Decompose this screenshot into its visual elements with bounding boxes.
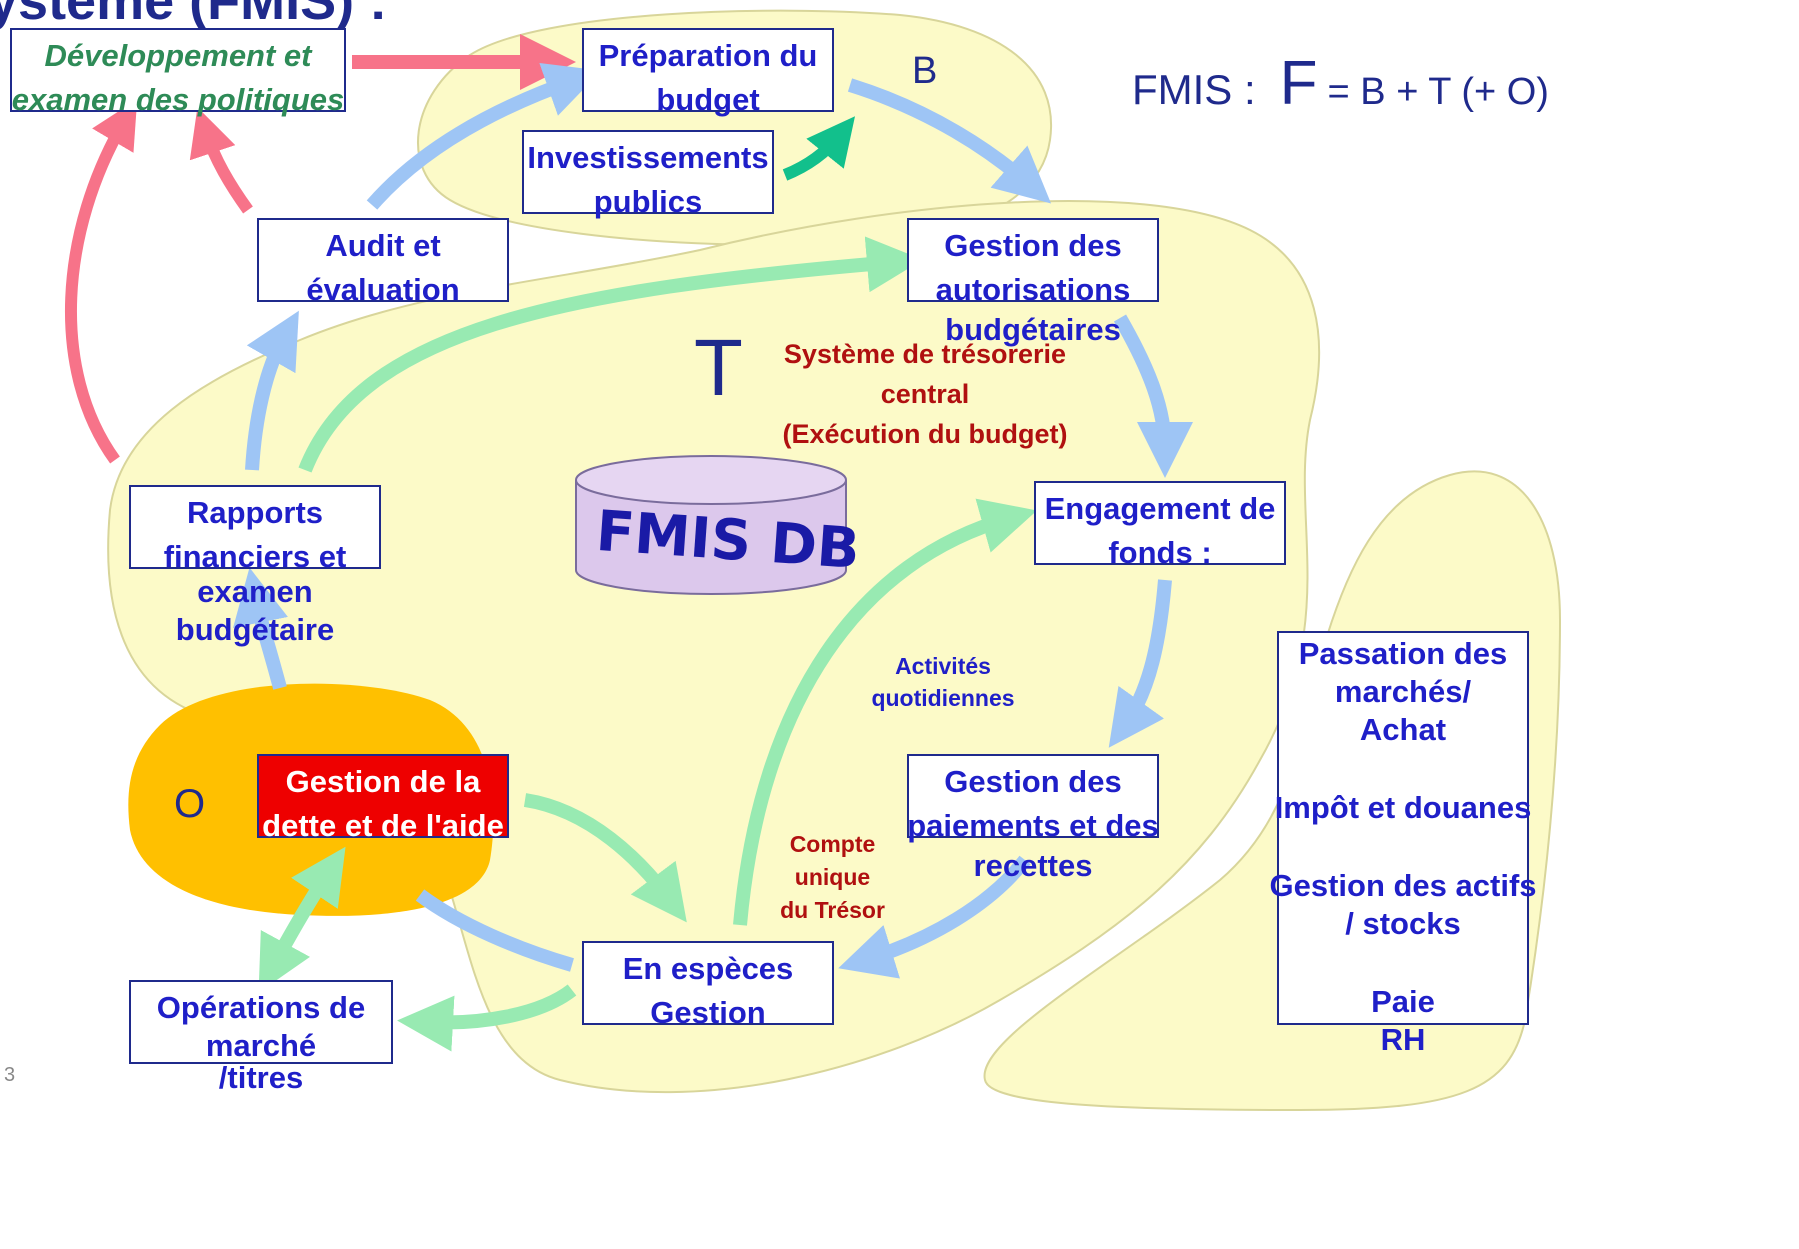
box-policy-line1: Développement et: [44, 38, 312, 73]
box-commit-line1: Engagement de: [1044, 491, 1276, 526]
other-assets-line1: Gestion des actifs: [1269, 868, 1537, 903]
box-audit-evaluation: Audit et évaluation: [257, 218, 509, 307]
other-assets-line2: / stocks: [1345, 906, 1461, 941]
arrow-reports-to-authorizations: [298, 236, 923, 473]
box-budget-prep-line1: Préparation du: [598, 38, 818, 73]
formula-f: F: [1279, 49, 1318, 118]
arrow-invest-to-budget: [782, 116, 855, 181]
box-budget-prep-line2: budget: [656, 82, 760, 117]
arrow-reports-to-policy: [64, 99, 138, 464]
box-auth-line2: autorisations: [935, 272, 1131, 307]
arrow-audit-to-budget: [366, 62, 602, 210]
box-commit-line2: fonds :: [1108, 535, 1212, 570]
arrow-budget-to-authorizations: [847, 78, 1052, 204]
tsa-line2: unique: [794, 864, 871, 890]
database-cylinder: [575, 455, 847, 595]
box-fund-commitment: Engagement de fonds :: [1034, 481, 1286, 570]
other-procurement-line2: marchés/: [1334, 674, 1472, 709]
box-public-investment: Investissements publics: [522, 130, 774, 219]
box-market-line3: /titres: [218, 1060, 304, 1095]
arrow-cash-to-debt: [415, 889, 574, 972]
box-cash-line2: Gestion: [650, 995, 766, 1030]
formula-prefix: FMIS :: [1132, 66, 1256, 113]
arrow-cash-to-market: [397, 984, 577, 1052]
treasury-line2: central: [880, 379, 970, 409]
box-auth-line3: budgétaires: [945, 312, 1121, 347]
page-title: ystème (FMIS) :: [0, 0, 388, 31]
box-payments-line3: recettes: [973, 848, 1093, 883]
treasury-line1: Système de trésorerie: [783, 339, 1067, 369]
box-market-line1: Opérations de: [156, 990, 366, 1025]
box-audit-line1: Audit et: [325, 228, 441, 263]
slide-number: 3: [4, 1064, 16, 1086]
box-market-line2: marché: [205, 1028, 317, 1063]
arrow-commitment-to-payments: [1108, 579, 1172, 748]
box-policy-line2: examen des politiques: [11, 82, 345, 117]
arrow-authorizations-to-commitment: [1113, 314, 1193, 478]
box-debt-line1: Gestion de la: [285, 764, 481, 799]
daily-line2: quotidiennes: [871, 685, 1015, 711]
formula-rest: = B + T (+ O): [1327, 71, 1549, 113]
box-budget-preparation: Préparation du budget: [582, 28, 834, 117]
arrow-reports-to-audit: [245, 310, 299, 471]
box-reports-line2: financiers et: [163, 539, 347, 574]
box-market-operations: Opérations de marché /titres: [129, 980, 393, 1095]
arrow-cash-to-commitment: [733, 498, 1037, 926]
other-hr: RH: [1380, 1022, 1426, 1057]
box-payments-receipts: Gestion des paiements et des recettes: [907, 754, 1159, 883]
box-policy-development: Développement et examen des politiques: [10, 28, 346, 117]
fmis-formula: FMIS : F = B + T (+ O): [1132, 48, 1549, 119]
box-budget-authorizations: Gestion des autorisations budgétaires: [907, 218, 1159, 347]
box-cash-line1: En espèces: [622, 951, 794, 986]
box-payments-line2: paiements et des: [907, 808, 1159, 843]
daily-activities-label: Activités quotidiennes: [858, 650, 1028, 714]
label-o: O: [174, 782, 206, 826]
other-tax-customs: Impôt et douanes: [1274, 790, 1532, 825]
arrow-audit-to-policy: [189, 107, 253, 214]
box-auth-line1: Gestion des: [944, 228, 1122, 263]
other-payroll: Paie: [1371, 984, 1435, 1019]
tsa-line1: Compte: [789, 831, 876, 857]
other-procurement-line1: Passation des: [1298, 636, 1508, 671]
label-b: B: [912, 50, 938, 92]
arrow-market-debt-bidirectional: [258, 846, 346, 993]
box-audit-line2: évaluation: [306, 272, 460, 307]
arrow-payments-to-cash: [838, 855, 1031, 979]
box-invest-line2: publics: [593, 184, 703, 219]
box-financial-reports: Rapports financiers et examen budgétaire: [129, 485, 381, 647]
box-debt-line2: dette et de l'aide: [262, 808, 504, 843]
box-debt-aid-management: Gestion de la dette et de l'aide: [257, 754, 509, 843]
box-other-systems: Passation des marchés/ Achat Impôt et do…: [1269, 631, 1537, 1057]
box-invest-line1: Investissements: [527, 140, 769, 175]
arrow-o-to-reports: [233, 567, 288, 690]
box-reports-line3: examen: [197, 574, 313, 609]
treasury-label: Système de trésorerie central (Exécution…: [775, 334, 1075, 454]
arrow-debt-to-cash: [523, 793, 687, 923]
other-procurement-line3: Achat: [1359, 712, 1447, 747]
treasury-line3: (Exécution du budget): [782, 419, 1068, 449]
box-reports-line1: Rapports: [186, 495, 324, 530]
box-cash-management: En espèces Gestion: [582, 941, 834, 1030]
tsa-line3: du Trésor: [780, 897, 885, 923]
box-reports-line4: budgétaire: [175, 612, 335, 647]
box-payments-line1: Gestion des: [944, 764, 1122, 799]
tsa-label: Compte unique du Trésor: [770, 828, 895, 927]
daily-line1: Activités: [895, 653, 991, 679]
label-t: T: [694, 323, 743, 412]
